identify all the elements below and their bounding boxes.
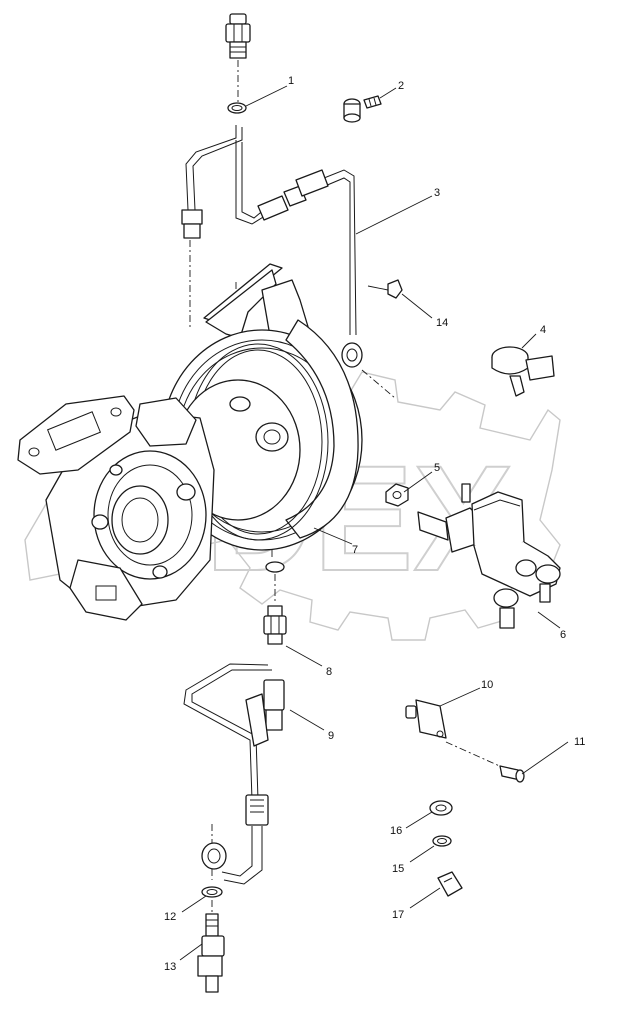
callout-4: 4 xyxy=(540,324,546,336)
callout-12: 12 xyxy=(164,911,176,923)
callout-1: 1 xyxy=(288,75,294,87)
part-6-solenoid-valve xyxy=(417,483,561,629)
callout-13: 13 xyxy=(164,961,176,973)
part-8-drain-fitting xyxy=(263,561,287,645)
callout-16: 16 xyxy=(390,825,402,837)
callout-17: 17 xyxy=(392,909,404,921)
part-12-13-lower-fitting xyxy=(197,886,225,993)
part-2-fitting xyxy=(343,95,382,123)
leader-lines xyxy=(179,85,569,961)
callout-6: 6 xyxy=(560,629,566,641)
alignment-lines xyxy=(189,60,505,914)
callout-labels: 1 2 3 4 5 6 7 8 9 10 11 12 13 14 15 16 1… xyxy=(164,75,585,973)
callout-10: 10 xyxy=(481,679,493,691)
turbocharger-assembly xyxy=(17,263,363,621)
part-10-11-adapter-bolt xyxy=(405,699,525,783)
part-9-drain-tube xyxy=(183,663,285,885)
callout-7: 7 xyxy=(352,544,358,556)
part-15-16-17-small-parts xyxy=(429,800,463,897)
callout-15: 15 xyxy=(392,863,404,875)
part-1-oil-feed-fitting xyxy=(225,13,251,114)
callout-11: 11 xyxy=(574,736,585,748)
callout-9: 9 xyxy=(328,730,334,742)
part-14-clip xyxy=(367,279,403,299)
oil-feed-tube-upper xyxy=(181,125,363,368)
callout-8: 8 xyxy=(326,666,332,678)
callout-2: 2 xyxy=(398,80,404,92)
part-5-nut xyxy=(385,483,409,507)
callout-5: 5 xyxy=(434,462,440,474)
part-4-clamp xyxy=(491,346,555,397)
callout-3: 3 xyxy=(434,187,440,199)
callout-14: 14 xyxy=(436,317,448,329)
